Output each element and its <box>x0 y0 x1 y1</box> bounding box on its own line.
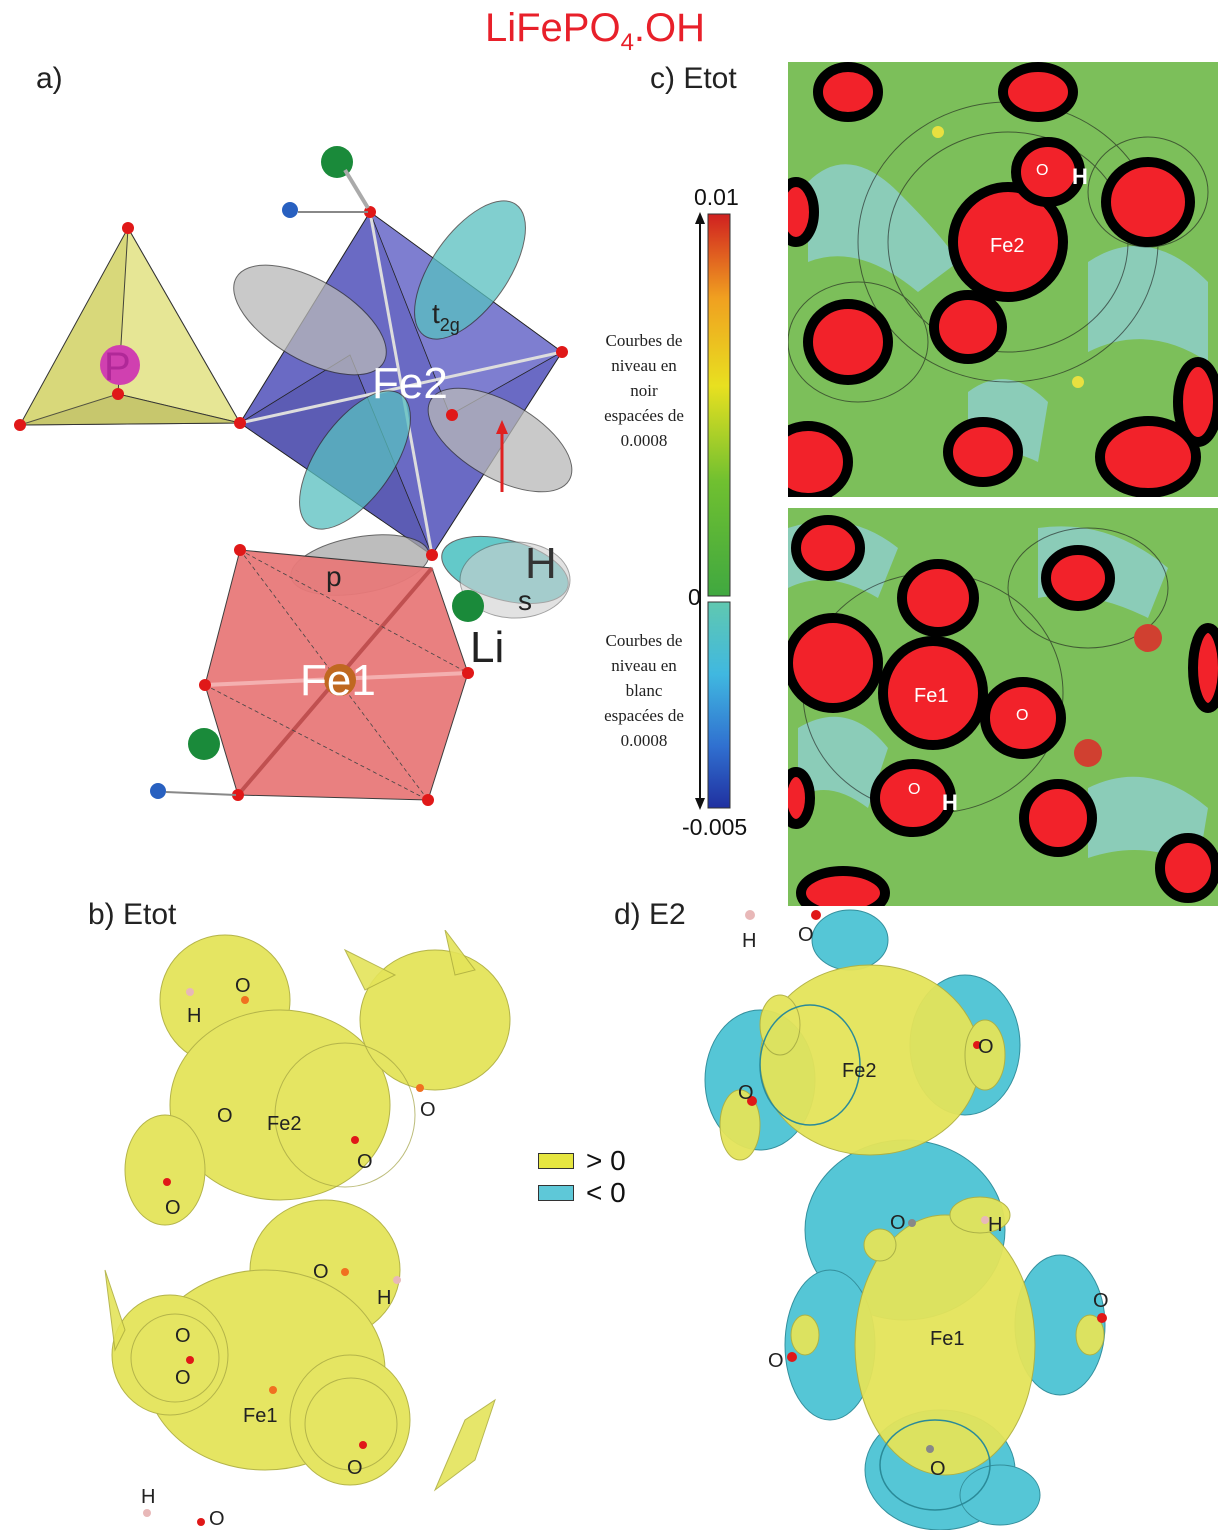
d-o-top: O <box>798 924 814 946</box>
bottom-map-fe1-label: Fe1 <box>914 685 948 707</box>
title-main: LiFePO <box>484 6 621 50</box>
b-o-left: O <box>165 1197 181 1219</box>
bottom-map-h-label: H <box>942 790 958 815</box>
figure-title: LiFePO4.OH <box>0 6 1190 57</box>
b-o-bot: O <box>209 1508 225 1530</box>
legend-positive-swatch <box>538 1153 574 1169</box>
colorbar-negative <box>707 601 731 809</box>
fe1-atom <box>324 664 356 696</box>
top-map-o-label: O <box>1036 162 1048 179</box>
colorbar-min-label: -0.005 <box>682 814 748 840</box>
panel-b-label: b) Etot <box>88 898 177 931</box>
panel-d-label: d) E2 <box>614 898 686 931</box>
legend-negative: < 0 <box>538 1177 626 1209</box>
contour-map-fe2: O H Fe2 <box>788 62 1218 497</box>
isosurface-e2: H O O Fe2 O O H Fe1 O O O <box>704 909 1109 1530</box>
colorbar <box>695 212 731 810</box>
crystal-structure-diagram: P <box>14 146 573 806</box>
colorbar-positive <box>707 213 731 597</box>
d-o-r: O <box>978 1036 994 1058</box>
t2g-label: t2g <box>432 298 460 335</box>
colorbar-max-label: 0.01 <box>694 184 739 210</box>
density-blobs <box>788 62 1218 497</box>
top-map-h-label: H <box>1072 164 1088 189</box>
li-label: Li <box>470 623 504 672</box>
li-atoms <box>188 146 484 760</box>
panel-c-label: c) Etot <box>650 62 737 95</box>
d-h-mid: H <box>988 1214 1002 1236</box>
b-o-top: O <box>235 975 251 997</box>
d-o-l: O <box>738 1082 754 1104</box>
upper-contour-note: Courbes de niveau en noir espacées de 0.… <box>604 331 684 450</box>
d-o-right: O <box>1093 1290 1109 1312</box>
phosphate-tetrahedron <box>19 226 242 426</box>
b-h-top: H <box>187 1005 201 1027</box>
d-h-top: H <box>742 930 756 952</box>
panel-a-label: a) <box>36 62 63 95</box>
spin-arrow-head <box>496 420 508 434</box>
isosurface-legend: > 0 < 0 <box>538 1145 626 1209</box>
b-fe2: Fe2 <box>267 1113 301 1135</box>
colorbar-zero-label: 0 <box>688 584 701 610</box>
h-label: H <box>525 539 557 588</box>
density-blobs-bottom <box>788 515 1218 906</box>
title-suffix: .OH <box>633 6 706 50</box>
lower-contour-note: Courbes de niveau en blanc espacées de 0… <box>604 631 684 750</box>
p-label: P <box>104 345 131 389</box>
b-o-l2: O <box>175 1367 191 1389</box>
isosurface-etot: H O O Fe2 O O O O H O O Fe1 O H O <box>104 930 511 1530</box>
oxygen-atoms <box>14 206 568 806</box>
d-o-mid: O <box>890 1212 906 1234</box>
p-atom <box>100 345 140 385</box>
d-o-bot: O <box>930 1458 946 1480</box>
h-atoms <box>150 168 370 799</box>
fe1-octahedron <box>204 549 469 801</box>
d-fe1: Fe1 <box>930 1328 964 1350</box>
contour-map-fe1: Fe1 O O H <box>788 508 1218 906</box>
b-h-bot: H <box>141 1486 155 1508</box>
title-subscript: 4 <box>620 29 634 56</box>
fe2-label: Fe2 <box>372 359 448 408</box>
d-o-left: O <box>768 1350 784 1372</box>
b-o-br: O <box>347 1457 363 1479</box>
d-fe2: Fe2 <box>842 1060 876 1082</box>
b-o-right1: O <box>420 1099 436 1121</box>
legend-negative-swatch <box>538 1185 574 1201</box>
p-orbital-label: p <box>326 561 342 592</box>
bottom-map-o1-label: O <box>1016 707 1028 724</box>
b-fe1: Fe1 <box>243 1405 277 1427</box>
b-h-mid: H <box>377 1287 391 1309</box>
b-o-l1: O <box>175 1325 191 1347</box>
legend-positive: > 0 <box>538 1145 626 1177</box>
bottom-map-o2-label: O <box>908 781 920 798</box>
b-o-right2: O <box>357 1151 373 1173</box>
top-map-fe2-label: Fe2 <box>990 235 1024 257</box>
b-o-left-fe2: O <box>217 1105 233 1127</box>
s-orbital-label: s <box>518 585 532 616</box>
b-o-mid: O <box>313 1261 329 1283</box>
fe1-label: Fe1 <box>300 656 376 705</box>
